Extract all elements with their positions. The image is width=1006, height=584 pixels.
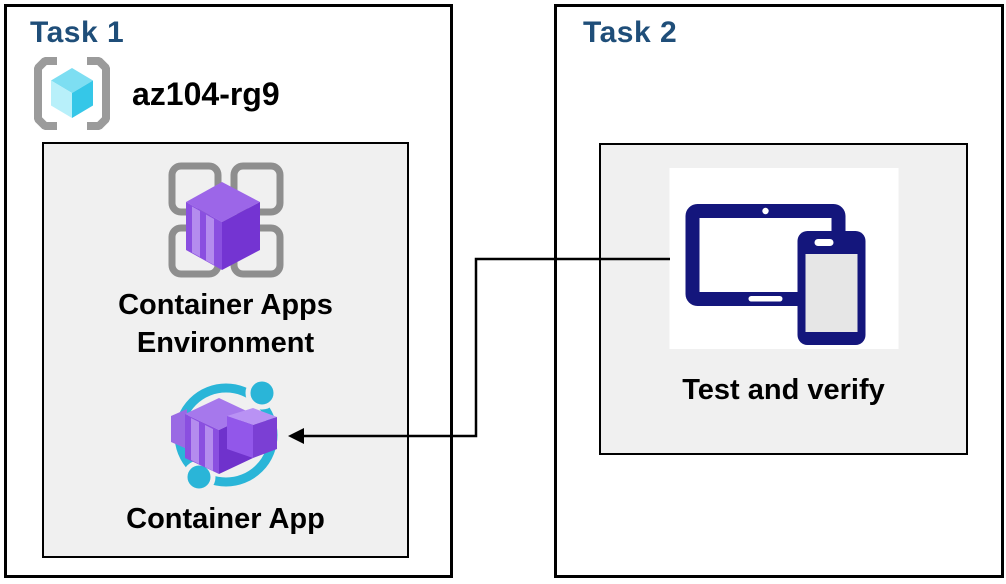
task2-title: Task 2 xyxy=(583,16,678,49)
resource-group: az104-rg9 xyxy=(29,53,280,135)
environment-label-line2: Environment xyxy=(136,327,315,359)
environment-label: Container Apps Environment xyxy=(44,286,407,362)
resource-group-icon xyxy=(34,57,110,130)
task2-box: Task 2 Test and verify xyxy=(554,4,1004,578)
tablet-phone-icon xyxy=(669,168,898,349)
container-app-label: Container App xyxy=(126,503,325,535)
test-and-verify-panel: Test and verify xyxy=(599,143,968,455)
container-apps-environment-icon xyxy=(164,158,288,282)
environment-label-line1: Container Apps xyxy=(118,289,333,321)
test-and-verify-label: Test and verify xyxy=(682,374,885,406)
task1-box: Task 1 az104-rg9 xyxy=(4,4,453,578)
task1-title: Task 1 xyxy=(30,16,125,49)
resource-group-name: az104-rg9 xyxy=(132,75,280,112)
container-apps-environment-panel: Container Apps Environment xyxy=(42,142,409,558)
container-app-icon xyxy=(163,372,289,498)
